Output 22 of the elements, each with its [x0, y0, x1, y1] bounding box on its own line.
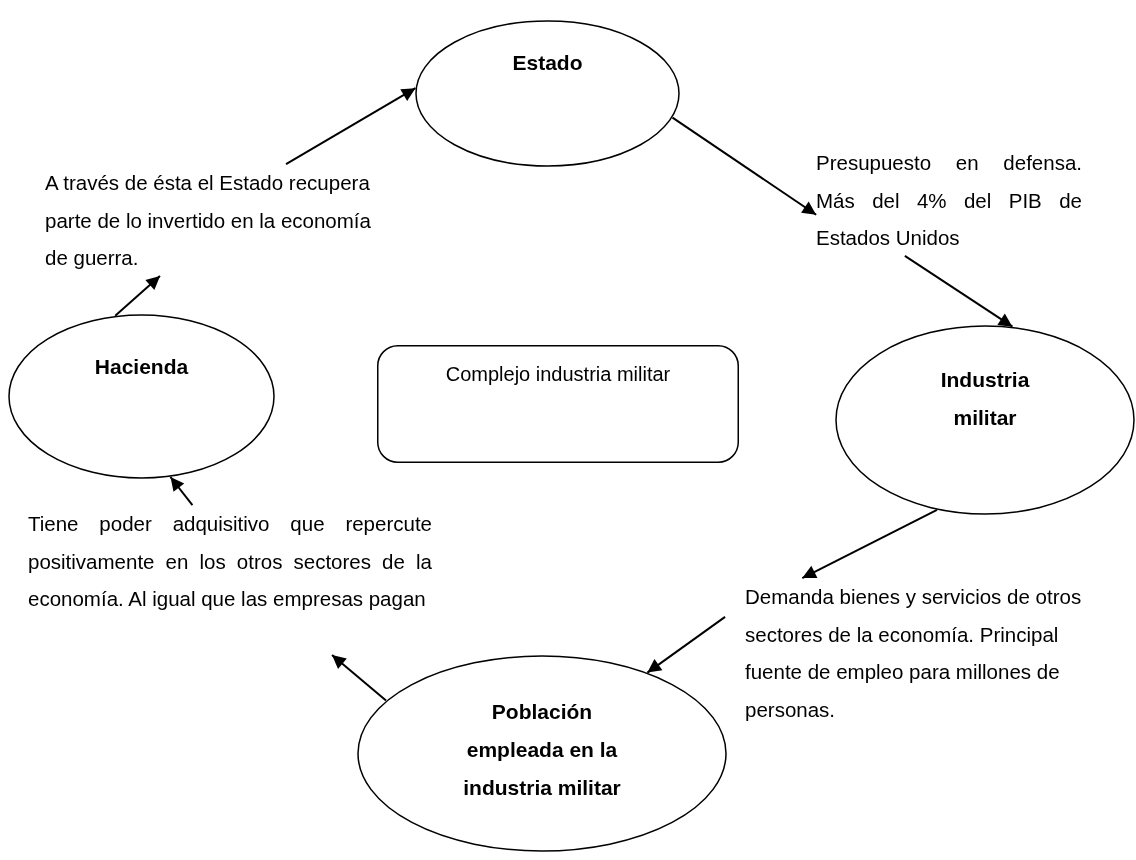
ellipse-node: [835, 325, 1135, 515]
annotation-paragraph: Presupuesto en defensa. Más del 4% del PIB de Estados Unidos: [816, 150, 1082, 251]
annotation-paragraph: A través de ésta el Estado recupera parte de lo invertido en la economía de guerra.: [45, 170, 372, 271]
arrow: [169, 476, 194, 507]
node-title: Estado: [511, 50, 584, 76]
ellipse-node: [357, 655, 727, 852]
arrow: [801, 508, 938, 579]
ellipse-node: [8, 314, 275, 479]
ellipse-node: [415, 20, 680, 167]
annotation-paragraph: Tiene poder adquisitivo que repercute positivamente en los otros sectores de la economía. Al igual que las empresas pagan: [28, 511, 432, 612]
box-title: Complejo industria militar: [444, 363, 672, 386]
arrow: [646, 615, 727, 674]
node-title: Industria militar: [939, 367, 1031, 431]
node-title: Población empleada en la industria militar: [462, 699, 622, 801]
annotation-paragraph: Demanda bienes y servicios de otros sectores de la economía. Principal fuente de empleo para millones de personas.: [745, 584, 1083, 723]
arrow: [903, 254, 1014, 328]
arrow: [671, 116, 818, 216]
rounded-box: [377, 345, 739, 463]
arrow: [114, 274, 161, 317]
arrow: [331, 654, 387, 702]
arrow: [285, 87, 417, 165]
node-title: Hacienda: [93, 354, 190, 380]
